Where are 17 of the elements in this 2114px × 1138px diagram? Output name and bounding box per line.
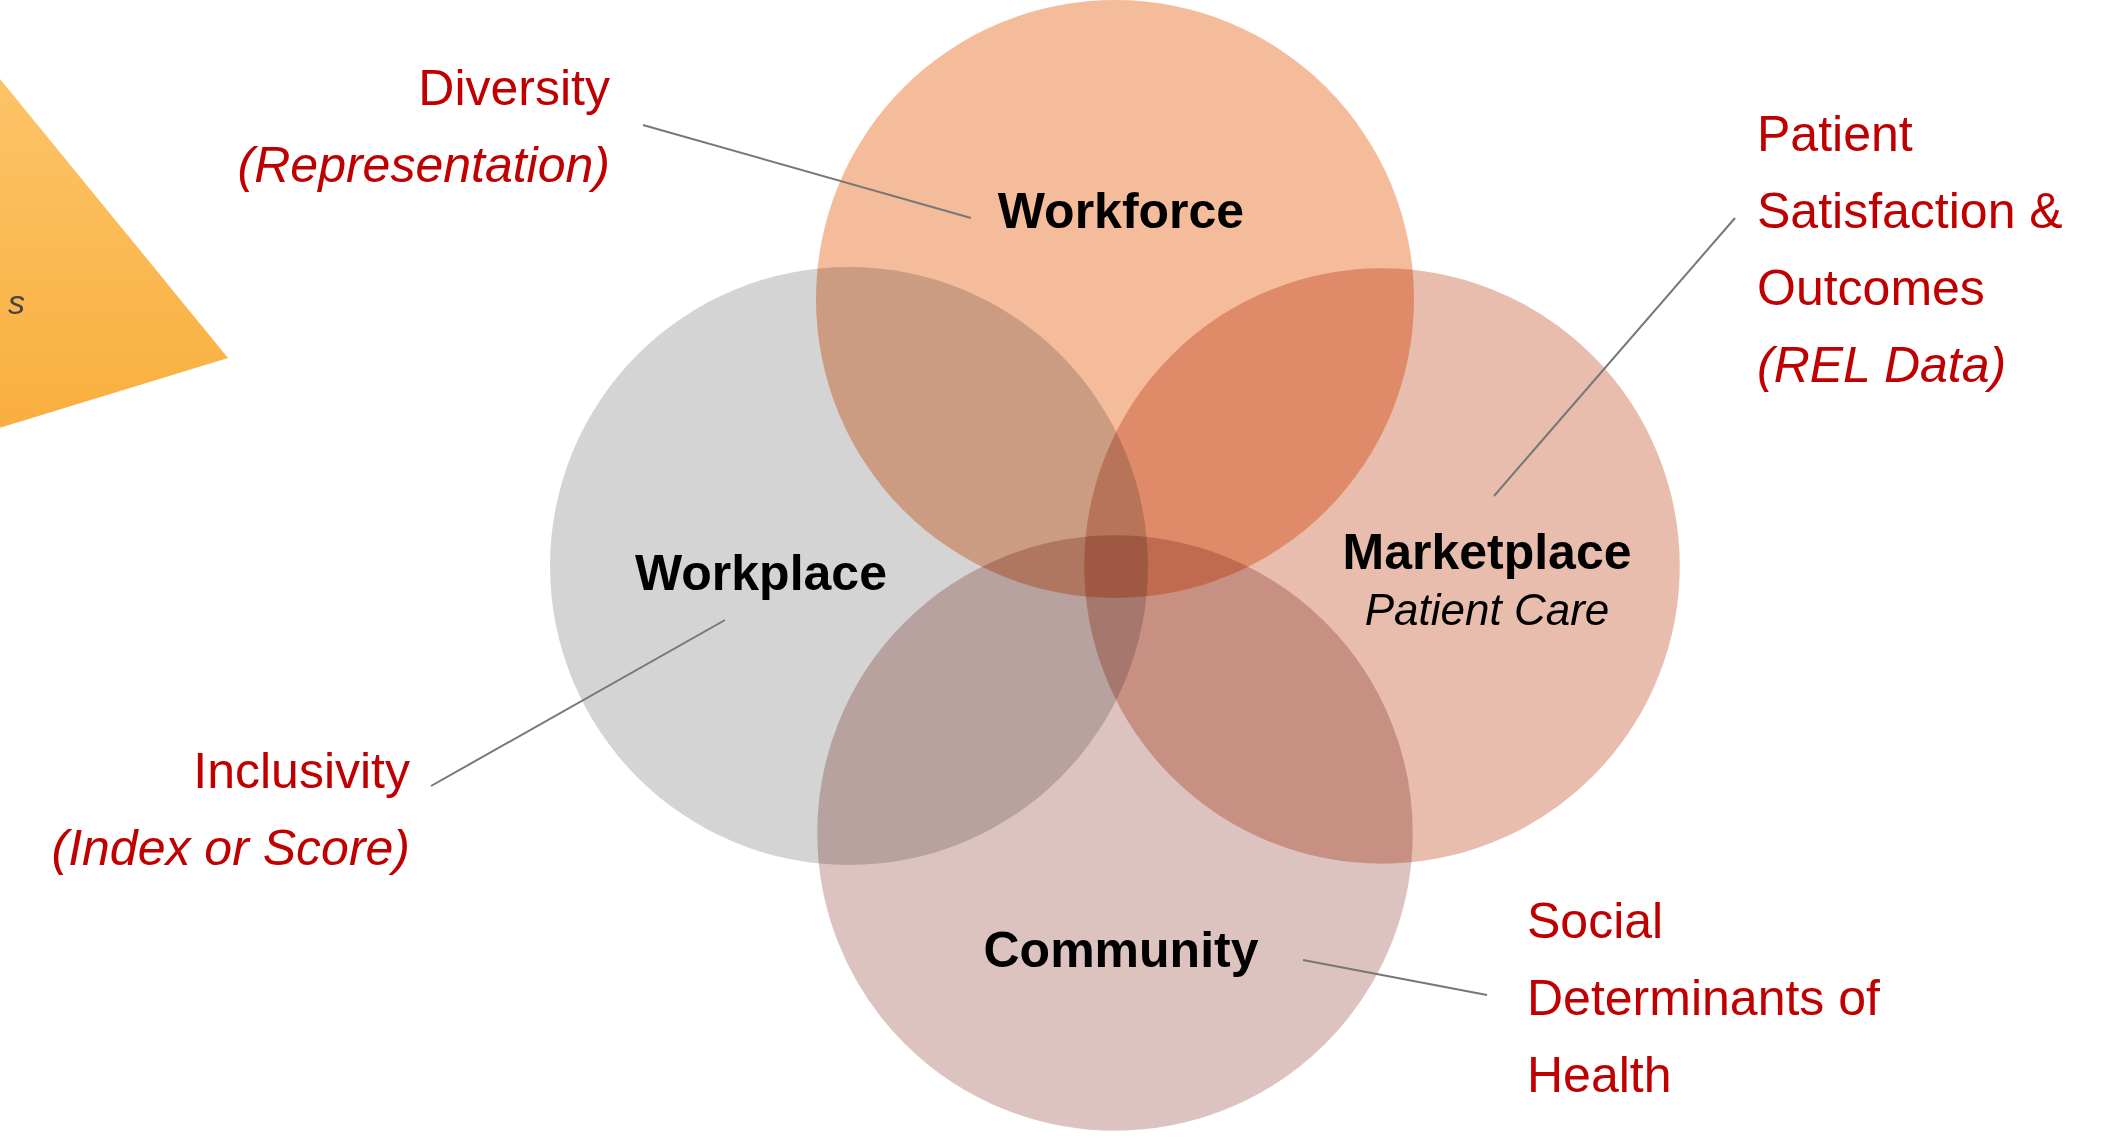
leader-line <box>1302 959 1488 996</box>
leader-line <box>642 124 972 219</box>
circle-title: Marketplace <box>1342 523 1632 582</box>
circle-title: Workplace <box>635 544 887 603</box>
metric-label: Social Determinants of Health <box>1527 892 1881 1105</box>
circle-subtitle: Patient Care <box>1363 584 1611 636</box>
circle-title: Community <box>983 921 1259 980</box>
leader-line <box>1493 217 1736 497</box>
metric-note: (Index or Score) <box>50 819 410 878</box>
metric-note: (Representation) <box>236 136 610 195</box>
metric-label: Inclusivity <box>192 742 410 801</box>
metric-label: Patient Satisfaction & Outcomes <box>1757 105 2064 318</box>
text-fragment: s <box>8 283 25 322</box>
metric-note: (REL Data) <box>1757 336 2008 395</box>
leader-line <box>430 619 726 787</box>
metric-label: Diversity <box>417 59 610 118</box>
circle-title: Workforce <box>997 182 1245 241</box>
